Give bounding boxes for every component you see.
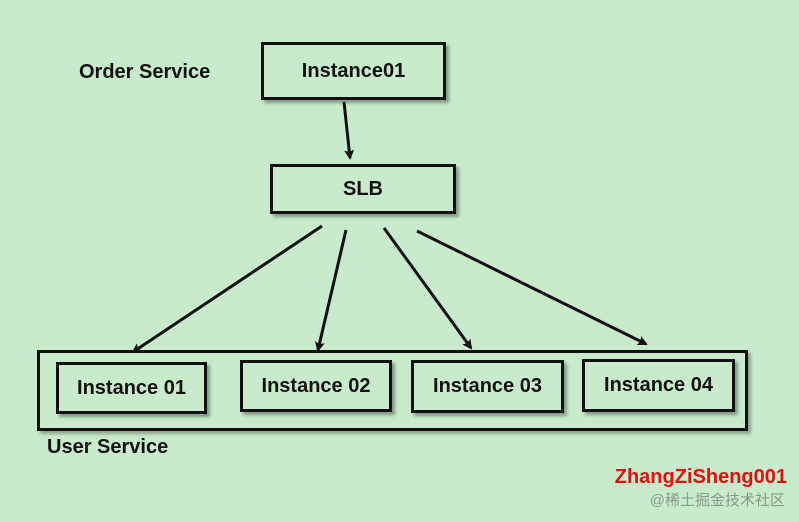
slb-box: SLB (270, 164, 456, 214)
order-instance-label: Instance01 (301, 59, 406, 82)
user-service-container (37, 350, 748, 431)
arrow-slb-to-instance-04 (416, 229, 648, 346)
arrow-order-to-slb (342, 101, 355, 160)
arrow-slb-to-instance-03 (382, 227, 473, 350)
watermark-author: ZhangZiSheng001 (614, 466, 787, 488)
watermark-site: @稀土掘金技术社区 (649, 492, 785, 509)
user-instance-01-label: Instance 01 (77, 376, 186, 399)
user-instance-01-box: Instance 01 (56, 362, 207, 414)
user-instance-04-box: Instance 04 (582, 359, 735, 412)
user-instance-03-box: Instance 03 (411, 360, 564, 413)
user-instance-03-label: Instance 03 (433, 375, 542, 397)
user-instance-02-label: Instance 02 (261, 374, 371, 397)
slb-label: SLB (343, 177, 383, 200)
order-service-label: Order Service (79, 61, 211, 83)
user-instance-02-box: Instance 02 (240, 360, 392, 412)
arrow-slb-to-instance-02 (314, 229, 348, 352)
user-instance-04-label: Instance 04 (604, 374, 713, 396)
user-service-label: User Service (47, 436, 169, 458)
order-instance-box: Instance01 (261, 42, 446, 100)
arrow-slb-to-instance-01 (131, 224, 323, 354)
